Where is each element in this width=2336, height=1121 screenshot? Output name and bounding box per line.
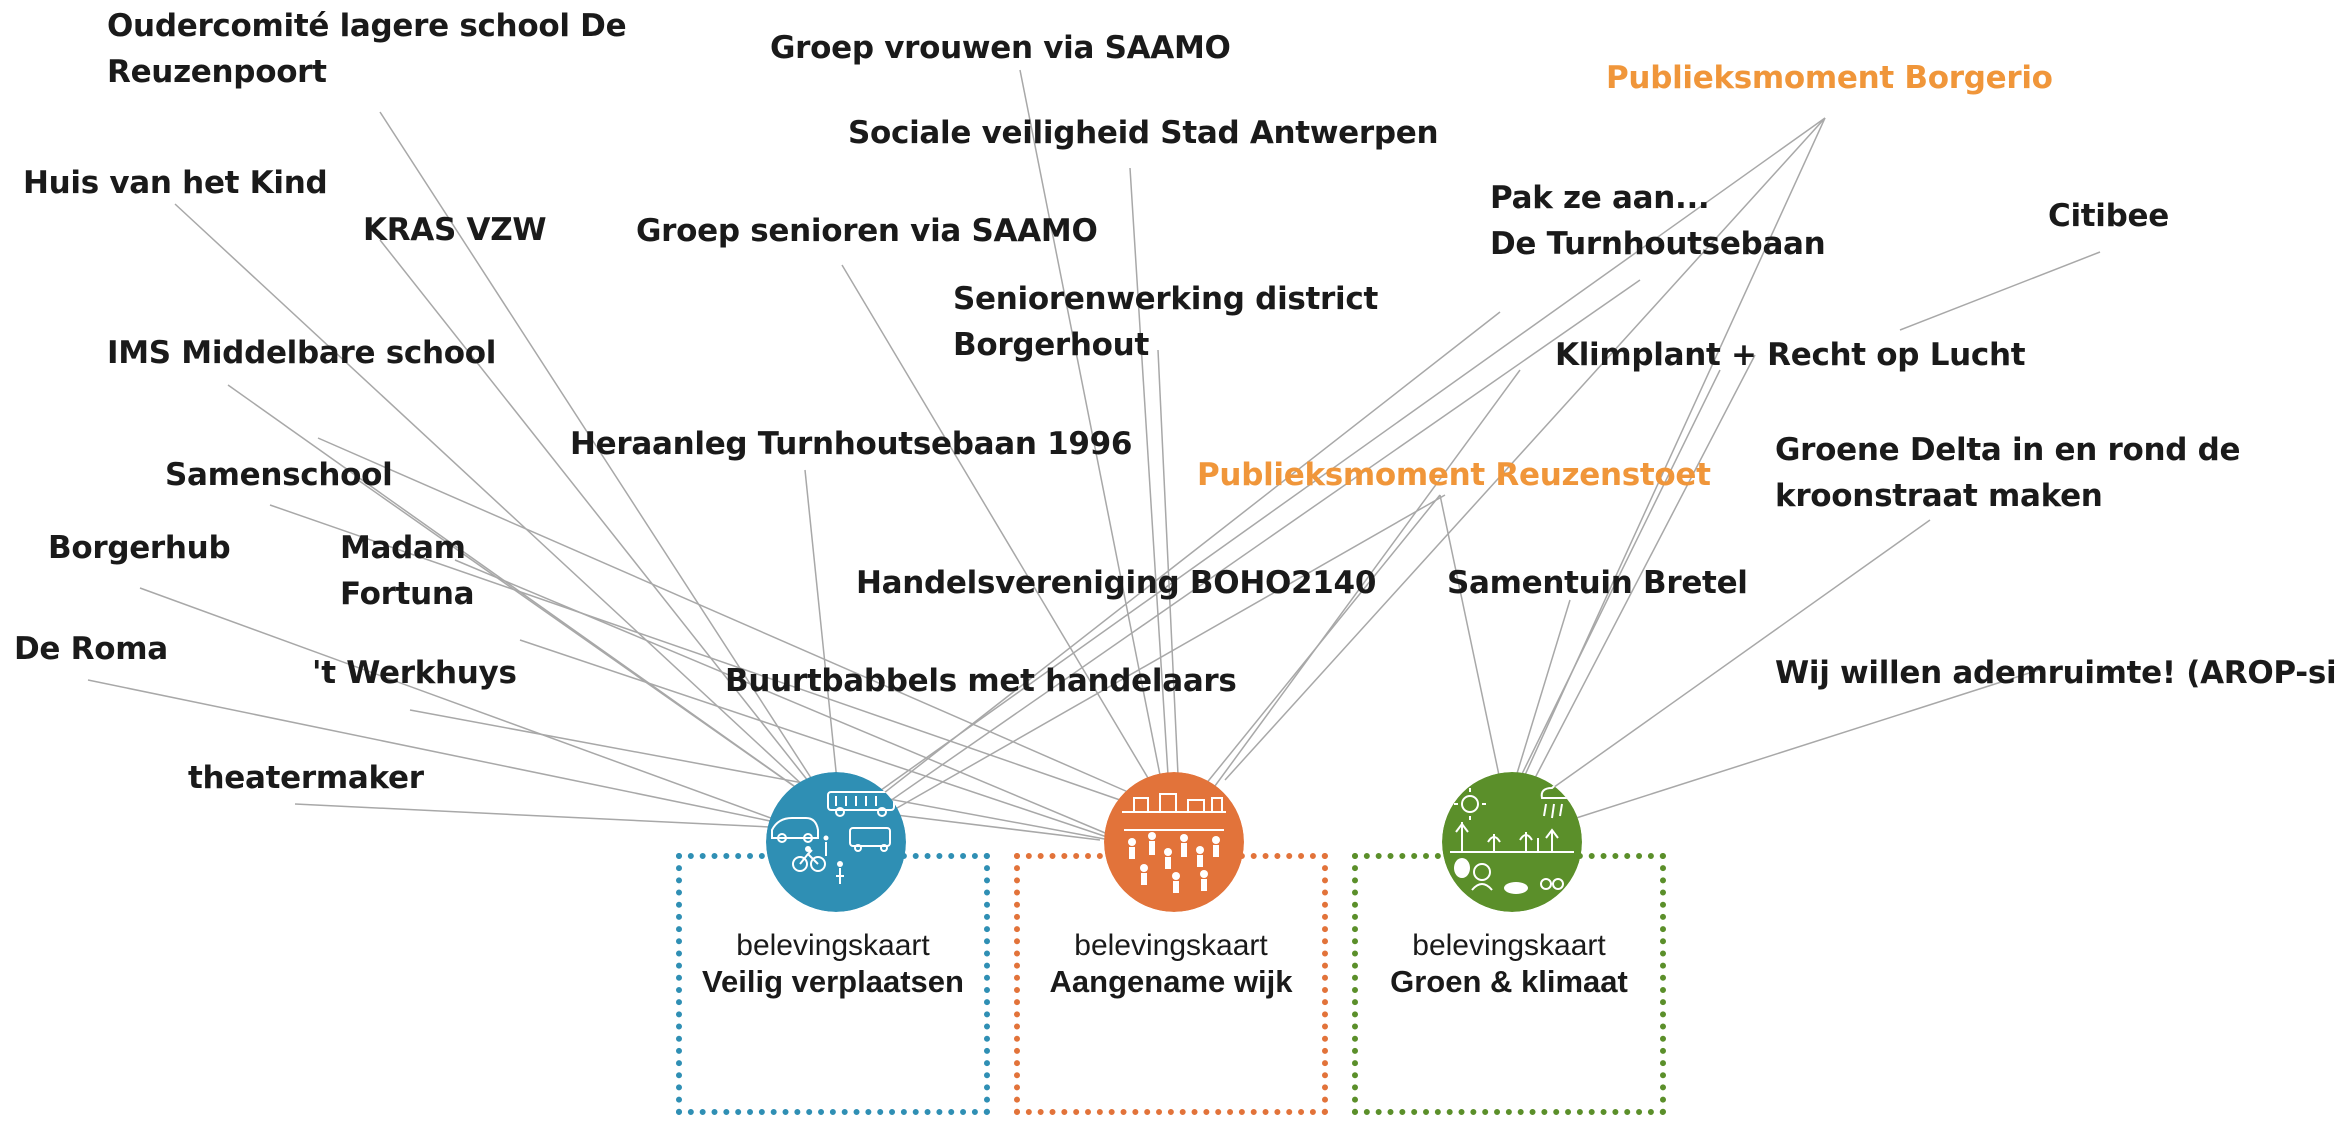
label-de-roma: De Roma — [14, 631, 168, 667]
label-pak-ze-aan-line2: De Turnhoutsebaan — [1490, 226, 1826, 262]
label-pak-ze-aan: Pak ze aan... De Turnhoutsebaan — [1490, 175, 1826, 267]
label-theatermaker: theatermaker — [188, 760, 424, 796]
label-sociale-veiligheid: Sociale veiligheid Stad Antwerpen — [848, 115, 1439, 151]
label-madam-fortuna: Madam Fortuna — [340, 525, 475, 617]
traffic-icon — [766, 772, 906, 912]
label-werkhuys: 't Werkhuys — [312, 655, 517, 691]
label-oudercomite: Oudercomité lagere school De Reuzenpoort — [107, 3, 627, 95]
label-groene-delta-line1: Groene Delta in en rond de — [1775, 432, 2241, 468]
label-ademruimte: Wij willen ademruimte! (AROP-site) — [1775, 655, 2336, 691]
label-citibee: Citibee — [2048, 198, 2169, 234]
label-senioren-saamo: Groep senioren via SAAMO — [636, 213, 1098, 249]
label-kras-vzw: KRAS VZW — [363, 212, 547, 248]
label-huis-van-het-kind: Huis van het Kind — [23, 165, 328, 201]
caption-pre: belevingskaart — [1412, 929, 1606, 962]
label-seniorenwerking-line2: Borgerhout — [953, 327, 1149, 363]
label-groene-delta: Groene Delta in en rond de kroonstraat m… — [1775, 427, 2241, 519]
label-publieksmoment-reuzenstoet: Publieksmoment Reuzenstoet — [1197, 457, 1711, 493]
label-publieksmoment-borgerio: Publieksmoment Borgerio — [1606, 60, 2053, 96]
label-groene-delta-line2: kroonstraat maken — [1775, 478, 2103, 514]
label-borgerhub: Borgerhub — [48, 530, 231, 566]
label-seniorenwerking: Seniorenwerking district Borgerhout — [953, 276, 1378, 368]
label-handelsvereniging: Handelsvereniging BOHO2140 — [856, 565, 1377, 601]
map-caption-veilig-verplaatsen: belevingskaart Veilig verplaatsen — [668, 928, 998, 1000]
label-samentuin-bretel: Samentuin Bretel — [1447, 565, 1748, 601]
caption-title: Aangename wijk — [1049, 964, 1293, 999]
label-ims: IMS Middelbare school — [107, 335, 497, 371]
caption-title: Veilig verplaatsen — [702, 964, 964, 999]
map-caption-aangename-wijk: belevingskaart Aangename wijk — [1006, 928, 1336, 1000]
label-klimplant: Klimplant + Recht op Lucht — [1555, 337, 2026, 373]
label-samenschool: Samenschool — [165, 457, 393, 493]
label-madam-line1: Madam — [340, 530, 466, 566]
label-oudercomite-line1: Oudercomité lagere school De — [107, 8, 627, 44]
nature-icon — [1442, 772, 1582, 912]
label-pak-ze-aan-line1: Pak ze aan... — [1490, 180, 1710, 216]
caption-title: Groen & klimaat — [1390, 964, 1628, 999]
crowd-icon — [1104, 772, 1244, 912]
caption-pre: belevingskaart — [1074, 929, 1268, 962]
label-heraanleg: Heraanleg Turnhoutsebaan 1996 — [570, 426, 1133, 462]
label-seniorenwerking-line1: Seniorenwerking district — [953, 281, 1378, 317]
label-oudercomite-line2: Reuzenpoort — [107, 54, 327, 90]
caption-pre: belevingskaart — [736, 929, 930, 962]
map-caption-groen-klimaat: belevingskaart Groen & klimaat — [1344, 928, 1674, 1000]
label-vrouwen-saamo: Groep vrouwen via SAAMO — [770, 30, 1231, 66]
label-madam-line2: Fortuna — [340, 576, 475, 612]
label-buurtbabbels: Buurtbabbels met handelaars — [725, 663, 1237, 699]
